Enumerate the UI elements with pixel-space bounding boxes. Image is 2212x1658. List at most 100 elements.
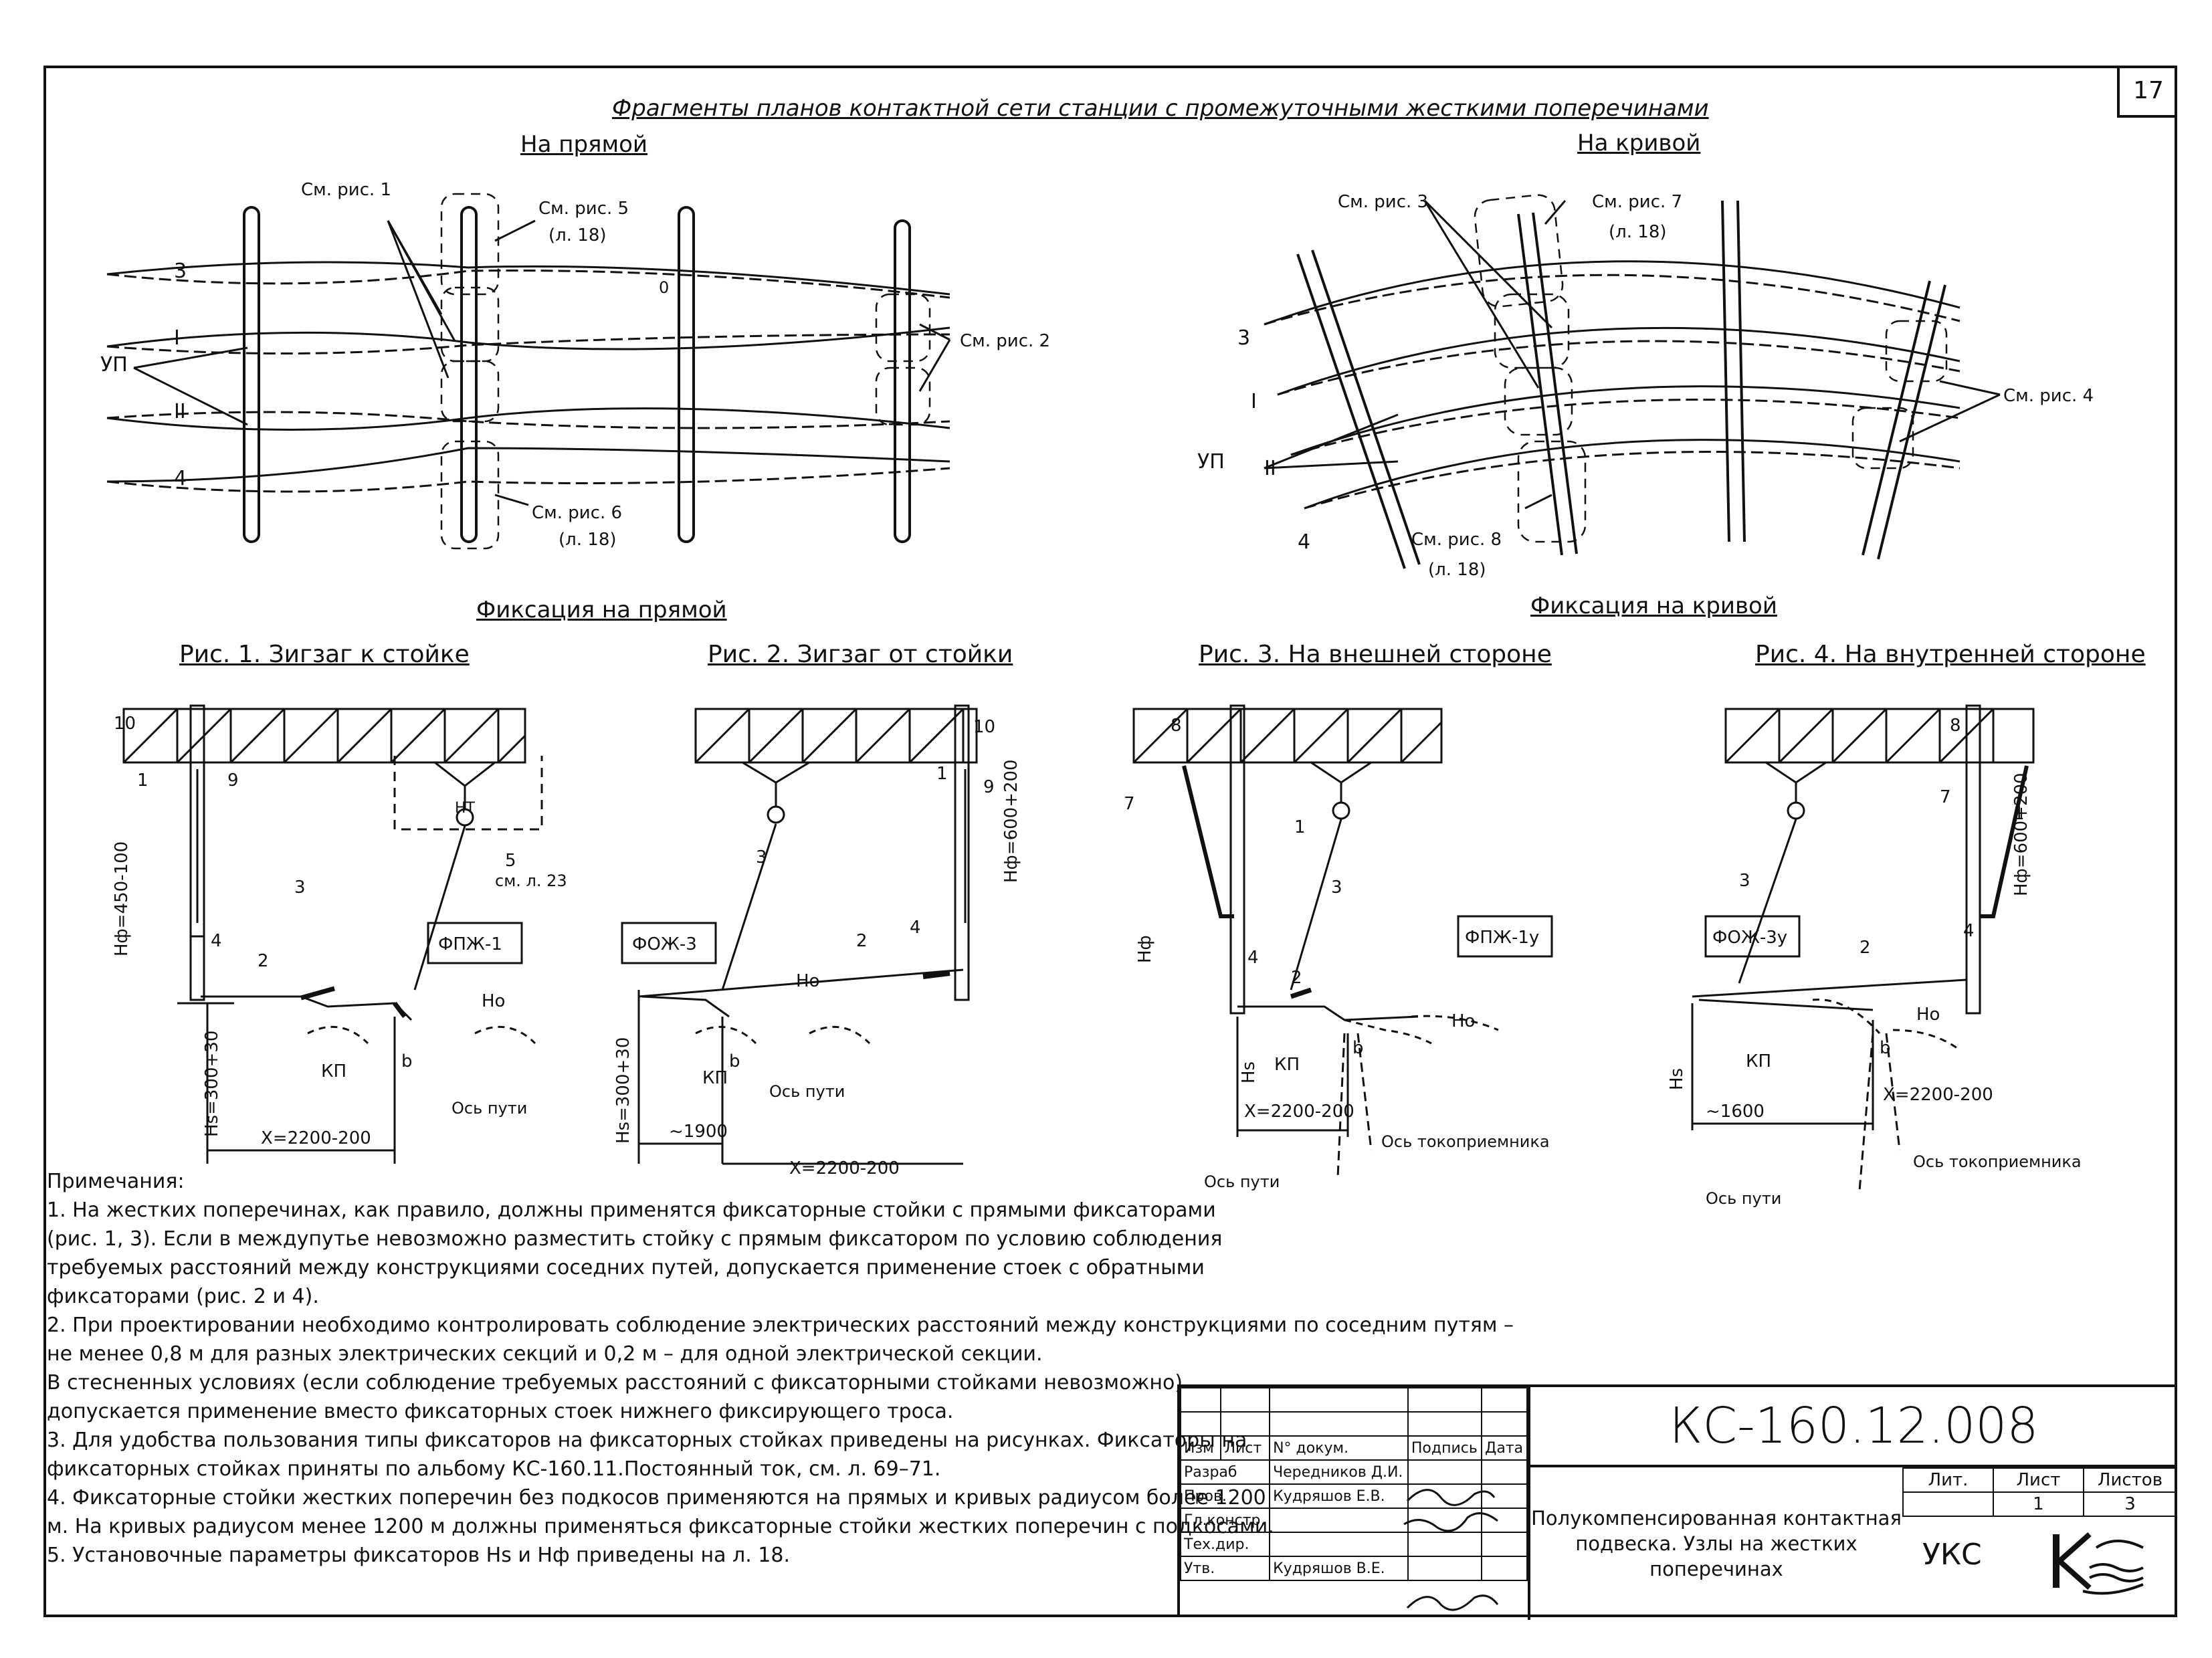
svg-text:0: 0 — [659, 278, 669, 297]
col-list: Лист — [1220, 1435, 1271, 1461]
col-doc: N° докум. — [1269, 1435, 1409, 1461]
svg-text:Hs: Hs — [1667, 1068, 1687, 1090]
role-approver: Утв. — [1179, 1556, 1271, 1581]
svg-text:1: 1 — [1294, 817, 1306, 837]
notes-line: В стесненных условиях (если соблюдение т… — [47, 1371, 1183, 1394]
plan-straight-ref-5-sheet: (л. 18) — [548, 225, 607, 245]
svg-text:КП: КП — [321, 1061, 346, 1081]
svg-text:Ось пути: Ось пути — [769, 1082, 845, 1101]
plan-straight-ref-5: См. рис. 5 — [538, 199, 629, 219]
sheet-number: 17 — [2117, 66, 2177, 118]
plan-straight-title: На прямой — [520, 131, 648, 158]
plan-straight-ref-6-sheet: (л. 18) — [559, 530, 617, 550]
description-line: Полукомпенсированная контактная — [1531, 1507, 1902, 1530]
svg-text:см. л. 23: см. л. 23 — [495, 871, 567, 890]
organization: УКС — [1922, 1538, 1982, 1572]
notes-line: фиксаторами (рис. 2 и 4). — [47, 1285, 319, 1308]
plan-curve-title: На кривой — [1577, 130, 1701, 157]
svg-text:X=2200-200: X=2200-200 — [789, 1158, 900, 1177]
notes-line: не менее 0,8 м для разных электрических … — [47, 1342, 1043, 1366]
role-checker: Пров. — [1179, 1483, 1271, 1509]
name-tech-director — [1269, 1532, 1409, 1557]
svg-text:Hs=300+30: Hs=300+30 — [202, 1031, 222, 1137]
svg-text:5: 5 — [505, 851, 516, 871]
notes-line: 1. На жестких поперечинах, как правило, … — [47, 1199, 1216, 1222]
svg-text:Ось пути: Ось пути — [1706, 1189, 1781, 1208]
svg-text:Hф=600+200: Hф=600+200 — [1001, 759, 1021, 883]
sheet-label: Лист — [1992, 1467, 2084, 1493]
figure-3-type: ФПЖ-1у — [1465, 928, 1539, 948]
role-tech-director: Тех.дир. — [1179, 1532, 1271, 1557]
svg-text:I: I — [174, 326, 180, 350]
notes-line: 3. Для удобства пользования типы фиксато… — [47, 1429, 1247, 1452]
figure-4-title: Рис. 4. На внутренней стороне — [1755, 641, 2146, 668]
svg-text:II: II — [174, 400, 186, 423]
svg-text:b: b — [1352, 1038, 1364, 1058]
svg-text:1: 1 — [936, 764, 948, 784]
figure-3-title: Рис. 3. На внешней стороне — [1199, 641, 1552, 668]
svg-text:3: 3 — [174, 260, 187, 283]
fix-straight-title: Фиксация на прямой — [476, 597, 727, 623]
lit-label: Лит. — [1902, 1467, 1994, 1493]
svg-text:b: b — [1880, 1038, 1891, 1058]
plan-curve-ref-3: См. рис. 3 — [1338, 192, 1428, 212]
logo-text: КС — [2043, 1521, 2044, 1522]
notes-line: фиксаторных стойках приняты по альбому К… — [47, 1457, 941, 1481]
svg-text:КП: КП — [702, 1068, 728, 1088]
svg-text:10: 10 — [973, 717, 995, 737]
document-code: КС-160.12.008 — [1528, 1387, 2177, 1467]
document-description: Полукомпенсированная контактная подвеска… — [1528, 1467, 1902, 1620]
figure-2-type: ФОЖ-3 — [632, 934, 697, 954]
main-title: Фрагменты планов контактной сети станции… — [612, 95, 1709, 122]
svg-text:9: 9 — [983, 777, 995, 797]
svg-text:3: 3 — [294, 877, 306, 898]
svg-text:Hs: Hs — [1239, 1061, 1259, 1083]
svg-text:3: 3 — [756, 847, 767, 867]
svg-text:2: 2 — [258, 951, 269, 971]
role-developer: Разраб — [1179, 1459, 1271, 1485]
svg-text:3: 3 — [1331, 877, 1342, 898]
figure-4-type: ФОЖ-3у — [1712, 928, 1787, 948]
col-sign: Подпись — [1407, 1435, 1483, 1461]
svg-text:b: b — [729, 1051, 740, 1071]
svg-text:Ось токоприемника: Ось токоприемника — [1381, 1132, 1550, 1151]
notes-block: Примечания: 1. На жестких поперечинах, к… — [47, 1167, 1514, 1570]
plan-curve-ref-8: См. рис. 8 — [1411, 530, 1502, 550]
notes-line: 5. Установочные параметры фиксаторов Hs … — [47, 1544, 790, 1567]
name-developer: Чередников Д.И. — [1269, 1459, 1409, 1485]
svg-text:4: 4 — [211, 931, 222, 951]
role-chief-designer: Гл.констр. — [1179, 1508, 1271, 1533]
svg-text:1: 1 — [137, 770, 148, 791]
svg-text:8: 8 — [1171, 716, 1182, 736]
svg-text:7: 7 — [1940, 787, 1951, 807]
notes-heading: Примечания: — [47, 1170, 185, 1193]
drawing-frame — [43, 66, 2177, 1617]
svg-text:Ось токоприемника: Ось токоприемника — [1913, 1152, 2082, 1171]
svg-text:I: I — [1251, 390, 1257, 413]
svg-text:4: 4 — [1963, 921, 1975, 941]
plan-curve-ref-4: См. рис. 4 — [2003, 386, 2094, 406]
plan-curve-ref-7-sheet: (л. 18) — [1609, 222, 1667, 242]
svg-text:3: 3 — [1739, 871, 1750, 891]
svg-text:4: 4 — [910, 918, 921, 938]
svg-text:КП: КП — [1746, 1051, 1771, 1071]
notes-line: требуемых расстояний между конструкциями… — [47, 1256, 1205, 1279]
svg-text:X=2200-200: X=2200-200 — [1883, 1085, 1993, 1105]
svg-text:Но: Но — [796, 971, 819, 991]
notes-line: м. На кривых радиусом менее 1200 м должн… — [47, 1515, 1274, 1538]
svg-text:Ось пути: Ось пути — [451, 1099, 527, 1118]
svg-text:Hф=600+200: Hф=600+200 — [2011, 772, 2031, 896]
name-chief-designer — [1269, 1508, 1409, 1533]
svg-text:Но: Но — [1451, 1011, 1475, 1031]
svg-text:НТ: НТ — [455, 800, 476, 817]
svg-text:Hф: Hф — [1135, 935, 1155, 963]
svg-text:1: 1 — [2013, 804, 2025, 824]
svg-text:~1600: ~1600 — [1706, 1102, 1765, 1122]
plan-curve-ref-8-sheet: (л. 18) — [1428, 560, 1486, 580]
svg-text:3: 3 — [1237, 326, 1250, 350]
